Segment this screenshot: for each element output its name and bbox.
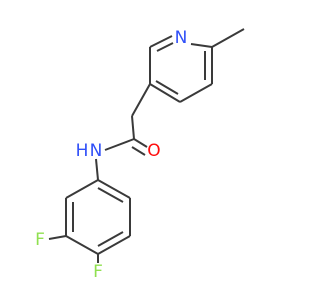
difluorophenyl-ring — [48, 179, 131, 263]
carbonyl-oxygen-label: O — [147, 141, 160, 161]
molecule-structure: N N H O F F — [35, 28, 245, 282]
pyridine-nitrogen-label: N — [175, 28, 188, 48]
bond-meta-fluorine — [48, 235, 67, 240]
bond-aryl-c4-c5-inner — [97, 231, 124, 247]
bond-ring-ch2 — [131, 83, 151, 117]
bond-aryl-c4-c5 — [97, 235, 131, 255]
bond-aryl-c6-c1-inner — [97, 187, 124, 203]
bond-c4-c5-inner — [155, 80, 179, 95]
bond-carbonyl-nitrogen — [104, 138, 135, 151]
bond-c6-n1-inner — [156, 42, 174, 52]
amide-hydrogen-label: H — [76, 141, 89, 161]
bond-nitrogen-aryl — [95, 158, 99, 181]
bond-aryl-c6-c1 — [97, 179, 131, 199]
bond-c4-c5 — [149, 83, 181, 103]
pyridine-ring — [149, 28, 245, 103]
bond-c6-n1 — [149, 35, 173, 48]
para-fluorine-label: F — [93, 262, 103, 282]
bond-carbonyl-oxygen-inner — [131, 146, 146, 156]
bond-c2-methyl — [211, 28, 245, 48]
bond-carbonyl-oxygen — [133, 138, 148, 148]
bond-ch2-carbonyl — [131, 115, 135, 140]
bond-c3-c4 — [179, 83, 213, 103]
meta-fluorine-label: F — [35, 230, 45, 250]
bond-n1-c2 — [190, 43, 213, 48]
acetamide-linker — [95, 83, 151, 181]
bond-aryl-c1-c2 — [65, 179, 99, 199]
bond-aryl-c3-c4 — [65, 235, 99, 255]
amide-nitrogen-label: N — [90, 141, 103, 161]
